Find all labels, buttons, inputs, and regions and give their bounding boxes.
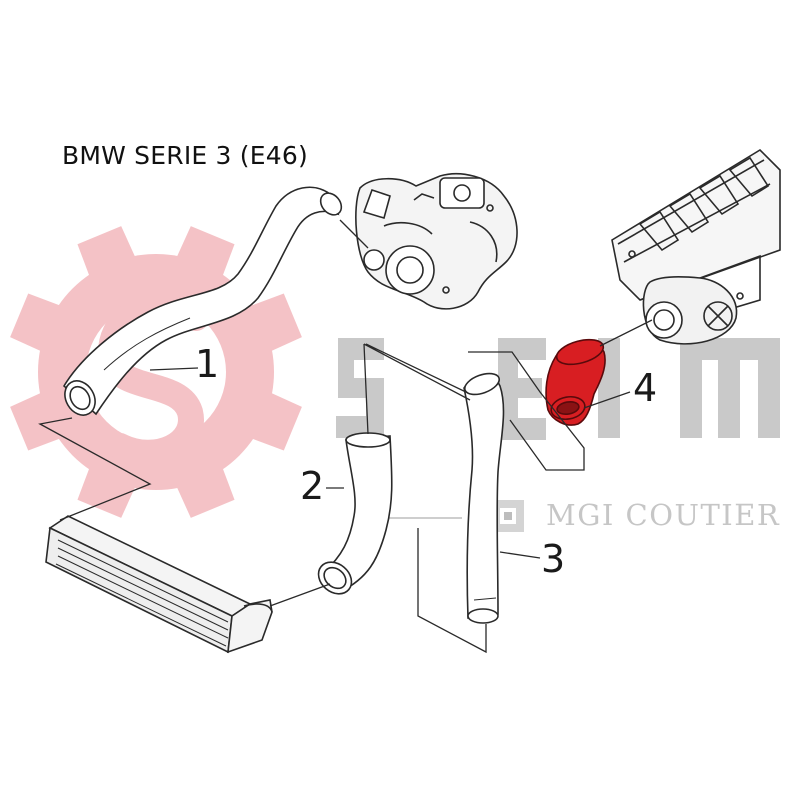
gear-tooth — [77, 226, 137, 279]
gear-tooth — [10, 391, 63, 451]
gear-tooth — [249, 293, 302, 353]
callout-label-1: 1 — [195, 342, 220, 386]
hose-4-highlight — [545, 338, 606, 426]
hose-2 — [317, 432, 393, 595]
callout-label-3: 3 — [541, 537, 566, 581]
gear-tooth — [10, 293, 63, 353]
intercooler-icon — [45, 515, 273, 654]
callout-label-2: 2 — [300, 464, 325, 508]
brand-subtitle: MGI COUTIER — [546, 498, 781, 532]
gear-tooth — [77, 465, 137, 518]
hose-3 — [463, 372, 505, 624]
gear-tooth — [175, 226, 235, 279]
gear-tooth — [175, 465, 235, 518]
turbocharger-icon — [355, 173, 518, 310]
gear-tooth — [249, 391, 302, 451]
callout-label-4: 4 — [633, 366, 658, 410]
hose-1 — [62, 186, 343, 416]
intake-manifold-icon — [611, 148, 781, 345]
connection-lines — [38, 219, 653, 654]
diagram-title: BMW SERIE 3 (E46) — [62, 141, 308, 170]
